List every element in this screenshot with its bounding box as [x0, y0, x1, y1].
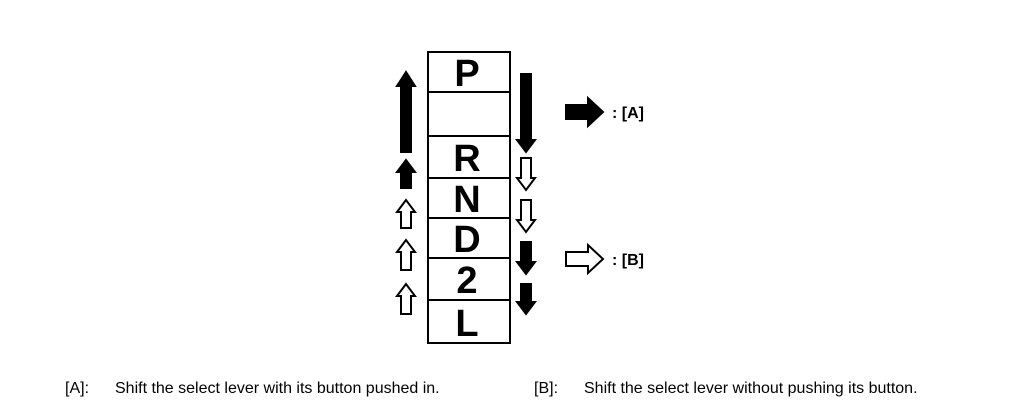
- up-arrow-filled-long-icon: [395, 70, 417, 153]
- caption-a-tag: [A]:: [65, 380, 90, 397]
- caption: [A]: Shift the select lever with its butt…: [0, 380, 1024, 404]
- up-arrow-outline-icon: [395, 238, 417, 271]
- down-arrow-outline-icon: [515, 199, 537, 234]
- legend-outline-arrow-icon: [565, 242, 605, 276]
- caption-a-text: Shift the select lever with its button p…: [115, 380, 440, 397]
- caption-a: [A]: Shift the select lever with its butt…: [65, 380, 440, 398]
- down-arrow-filled-long-icon: [515, 73, 537, 154]
- legend-filled-arrow-icon: [565, 95, 605, 129]
- downshift-arrows: [515, 73, 537, 316]
- gear-label-n: N: [453, 179, 480, 221]
- gear-column: [427, 51, 511, 344]
- caption-b-text: Shift the select lever without pushing i…: [584, 380, 918, 397]
- down-arrow-outline-icon: [515, 157, 537, 192]
- upshift-arrows: [395, 70, 417, 315]
- legend-a-label: : [A]: [612, 105, 644, 122]
- up-arrow-outline-icon: [395, 282, 417, 315]
- gear-label-r: R: [453, 138, 480, 180]
- caption-b: [B]: Shift the select lever without pushi…: [534, 380, 918, 398]
- caption-b-tag: [B]:: [534, 380, 559, 397]
- gear-label-l: L: [455, 303, 478, 345]
- gear-label-d: D: [453, 219, 480, 261]
- up-arrow-outline-icon: [395, 198, 417, 229]
- down-arrow-filled-icon: [515, 283, 537, 316]
- up-arrow-filled-short-icon: [395, 158, 417, 189]
- gear-labels: P R N D 2 L: [453, 53, 480, 345]
- gear-label-2: 2: [456, 260, 477, 302]
- down-arrow-filled-icon: [515, 241, 537, 276]
- gear-label-p: P: [454, 53, 479, 95]
- legend-b-label: : [B]: [612, 252, 644, 269]
- gear-column-frame: [427, 51, 511, 344]
- legend: : [A] : [B]: [565, 95, 644, 276]
